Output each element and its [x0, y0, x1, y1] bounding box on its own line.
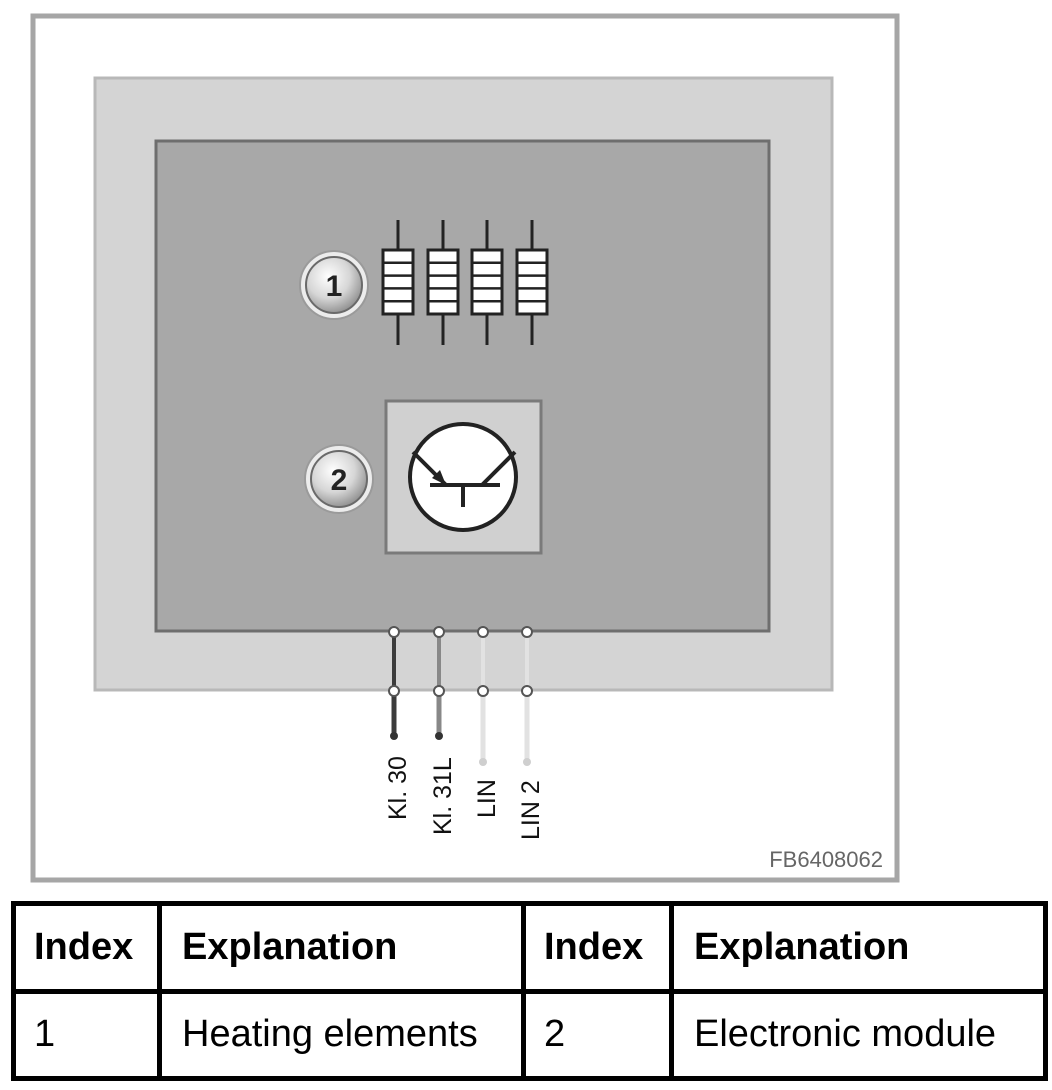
legend-table: Index Explanation Index Explanation 1 He… — [11, 901, 1048, 1081]
terminal-label-kl30: Kl. 30 — [384, 756, 412, 820]
callout-2-number: 2 — [331, 464, 348, 497]
wire-kl31l — [433, 626, 445, 740]
legend-explanation-1: Heating elements — [157, 988, 526, 1081]
legend-row: 1 Heating elements 2 Electronic module — [11, 988, 1048, 1081]
wire-lin — [477, 626, 489, 766]
connector-wires — [388, 626, 533, 766]
terminal-label-lin: LIN — [473, 779, 501, 818]
transistor-icon — [408, 422, 518, 532]
legend-index-2: 2 — [521, 988, 674, 1081]
wire-lin2 — [521, 626, 533, 766]
heating-element-4 — [515, 220, 549, 345]
heating-element-1 — [381, 220, 415, 345]
legend-header-index-1: Index — [11, 901, 162, 994]
figure-id: FB6408062 — [769, 847, 883, 872]
callout-2: 2 — [304, 444, 374, 514]
heating-element-2 — [426, 220, 460, 345]
terminal-label-kl31l: Kl. 31L — [429, 757, 457, 835]
legend-header-row: Index Explanation Index Explanation — [11, 901, 1048, 994]
legend-index-1: 1 — [11, 988, 162, 1081]
heater-diagram: 1 2 Kl. 30 Kl. 31L LIN LIN 2 FB6408062 — [30, 13, 900, 883]
legend-header-index-2: Index — [521, 901, 674, 994]
legend-explanation-2: Electronic module — [669, 988, 1048, 1081]
legend-header-explanation-2: Explanation — [669, 901, 1048, 994]
callout-1-number: 1 — [326, 270, 343, 303]
heating-element-3 — [470, 220, 504, 345]
legend-header-explanation-1: Explanation — [157, 901, 526, 994]
wire-kl30 — [388, 626, 400, 740]
terminal-label-lin2: LIN 2 — [517, 780, 545, 840]
callout-1: 1 — [299, 250, 369, 320]
circuit-board — [154, 139, 771, 633]
heating-elements — [381, 220, 549, 345]
